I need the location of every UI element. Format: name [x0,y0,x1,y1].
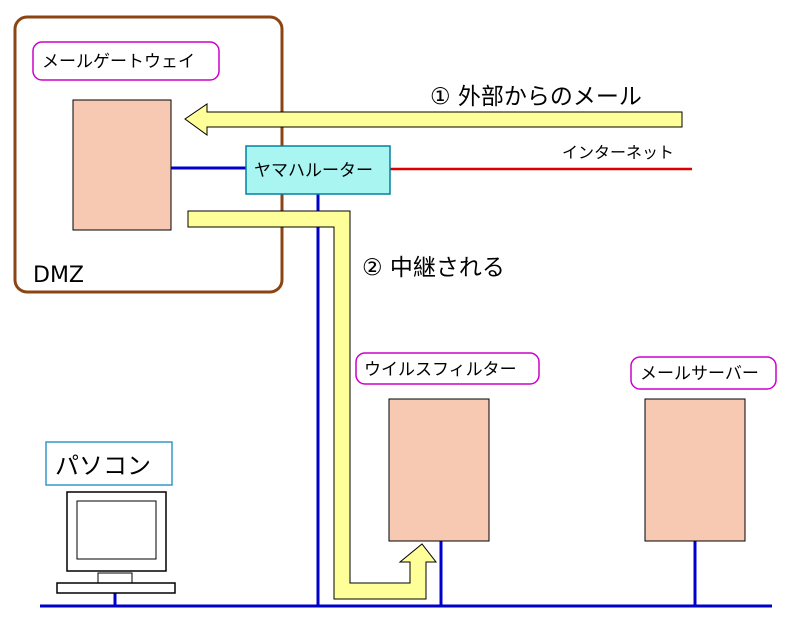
pc-label: パソコン [55,452,151,480]
mail-server-server [644,398,746,542]
mail-gateway-server [72,99,172,231]
virus-filter-label-box [355,352,540,385]
pc-icon [56,491,176,594]
step2-label: ② 中継される [362,255,505,281]
virus-filter-label: ウイルスフィルター [364,360,517,380]
pc-label-box [45,441,173,486]
internet-label: インターネット [562,143,674,162]
mail-gateway-label: メールゲートウェイ [42,52,195,72]
relay-mail-arrow [187,210,438,600]
step1-label: ① 外部からのメール [430,84,642,110]
mail-gateway-label-box [32,41,220,81]
yamaha-router-label: ヤマハルーター [254,161,373,181]
inbound-mail-arrow [184,103,683,136]
virus-filter-server [388,398,490,542]
mail-server-label-box [630,356,777,390]
yamaha-router [245,145,391,195]
dmz-label: DMZ [33,263,84,288]
mail-server-label: メールサーバー [640,364,759,384]
